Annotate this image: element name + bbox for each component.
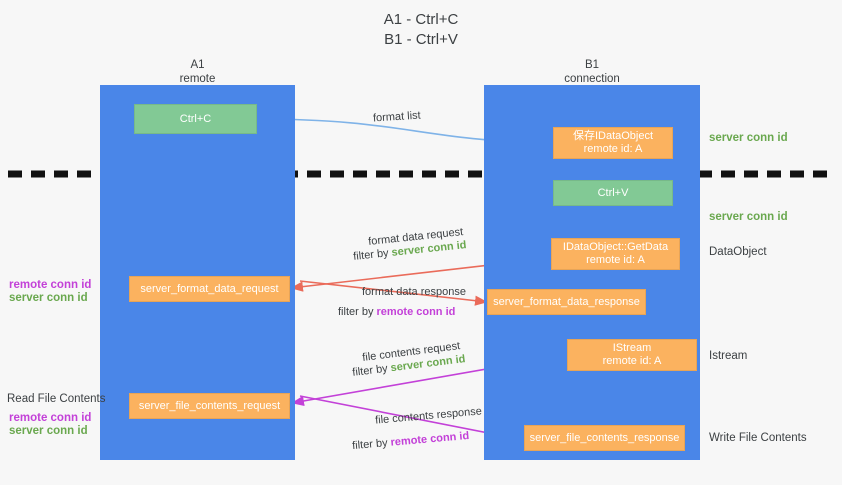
edge-label-format-list: format list [372,109,422,125]
box-ctrl-v-label: Ctrl+V [597,186,629,199]
filter-prefix: filter by [338,306,377,318]
lane-header-a1: A1 remote [100,58,295,86]
box-server-file-contents-request[interactable]: server_file_contents_request [129,393,290,419]
right-label-server-conn-id-top: server conn id [709,132,788,144]
filter-prefix: filter by [351,362,392,379]
page-title: A1 - Ctrl+C B1 - Ctrl+V [383,11,459,48]
filter-value-remote-conn-id: remote conn id [376,306,456,318]
edge-label-format-data-response: format data response [362,286,466,298]
box-idataobject-line1: 保存IDataObject [572,130,654,142]
left-label-remote-conn-id-2: remote conn id [9,412,92,424]
box-server-format-data-response[interactable]: server_format_data_response [487,289,646,315]
box-idataobject-line2: remote id: A [583,143,643,155]
filter-prefix: filter by [352,246,393,263]
edge-label-file-contents-response: file contents response [374,405,483,427]
filter-value-remote-conn-id: remote conn id [390,429,470,449]
right-label-server-conn-id-mid: server conn id [709,211,788,223]
box-ctrl-c-label: Ctrl+C [179,112,212,125]
box-istream[interactable]: IStream remote id: A [567,339,697,371]
box-server-file-contents-request-label: server_file_contents_request [138,399,281,412]
right-label-dataobject: DataObject [709,246,767,258]
box-ctrl-v[interactable]: Ctrl+V [553,180,673,206]
filter-prefix: filter by [351,436,392,453]
box-server-format-data-request-label: server_format_data_request [140,282,279,295]
lane-b1-sub: connection [564,73,620,85]
box-server-file-contents-response[interactable]: server_file_contents_response [524,425,685,451]
box-getdata[interactable]: IDataObject::GetData remote id: A [551,238,680,270]
left-label-read-file-contents: Read File Contents [7,393,106,405]
edge-label-format-data-response-filter: filter by remote conn id [338,305,455,319]
box-ctrl-c[interactable]: Ctrl+C [134,104,257,134]
lane-header-b1: B1 connection [484,58,700,86]
box-idataobject[interactable]: 保存IDataObject remote id: A [553,127,673,159]
left-label-server-conn-id-2: server conn id [9,425,88,437]
box-server-file-contents-response-label: server_file_contents_response [529,431,680,444]
left-label-remote-conn-id-1: remote conn id [9,279,92,291]
lane-b1-name: B1 [584,59,600,71]
box-server-format-data-request[interactable]: server_format_data_request [129,276,290,302]
right-label-istream: Istream [709,350,748,362]
box-getdata-line1: IDataObject::GetData [562,241,669,253]
right-label-write-file-contents: Write File Contents [709,432,807,444]
box-istream-line1: IStream [612,342,652,354]
box-server-format-data-response-label: server_format_data_response [493,295,640,308]
lane-a1-name: A1 [190,59,205,71]
left-label-server-conn-id-1: server conn id [9,292,88,304]
box-istream-line2: remote id: A [602,355,662,367]
box-getdata-line2: remote id: A [586,254,645,266]
lane-a1-sub: remote [179,73,216,85]
edge-label-file-contents-response-filter: filter by remote conn id [352,429,470,453]
